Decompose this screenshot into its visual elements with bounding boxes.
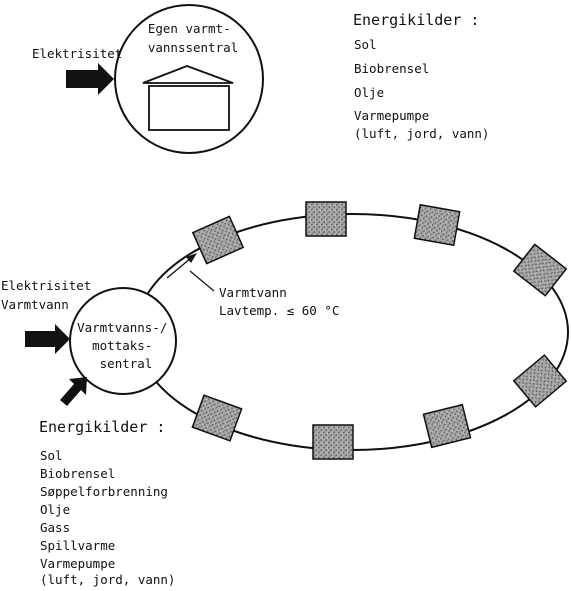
district-central-circle — [69, 287, 177, 395]
own-central-circle — [114, 4, 264, 154]
top-electricity-arrow — [66, 63, 114, 95]
supply-label-leader — [189, 270, 215, 292]
buildings — [191, 201, 568, 460]
district-input-arrow — [25, 324, 70, 354]
own-central-label: Egen varmt- vannssentral — [148, 21, 238, 55]
district-energy-arrow — [60, 377, 87, 406]
district-central-label: Varmtvanns-/ mottaks- sentral — [77, 320, 175, 371]
building-5 — [512, 354, 568, 408]
top-energy-heading: Energikilder : — [353, 11, 479, 29]
district-input-labels: Elektrisitet Varmtvann — [1, 278, 99, 312]
house-icon — [142, 65, 234, 131]
top-section: Egen varmt- vannssentral Elektrisitet En… — [32, 4, 489, 154]
district-energy-heading: Energikilder : — [39, 418, 165, 436]
building-6 — [422, 403, 472, 449]
supply-label: Varmtvann Lavtemp. ≤ 60 °C — [219, 285, 339, 318]
building-3 — [413, 203, 461, 247]
building-7 — [312, 424, 354, 460]
building-2 — [305, 201, 347, 237]
building-4 — [512, 243, 568, 297]
building-8 — [191, 394, 243, 442]
top-energy-list: Sol Biobrensel Olje Varmepumpe (luft, jo… — [354, 37, 489, 141]
bottom-section: Varmtvanns-/ mottaks- sentral Elektrisit… — [1, 201, 569, 587]
district-energy-list: Sol Biobrensel Søppelforbrenning Olje Ga… — [40, 448, 175, 587]
top-electricity-label: Elektrisitet — [32, 46, 122, 61]
building-1 — [191, 215, 245, 265]
supply-arrow-icon — [166, 253, 197, 279]
